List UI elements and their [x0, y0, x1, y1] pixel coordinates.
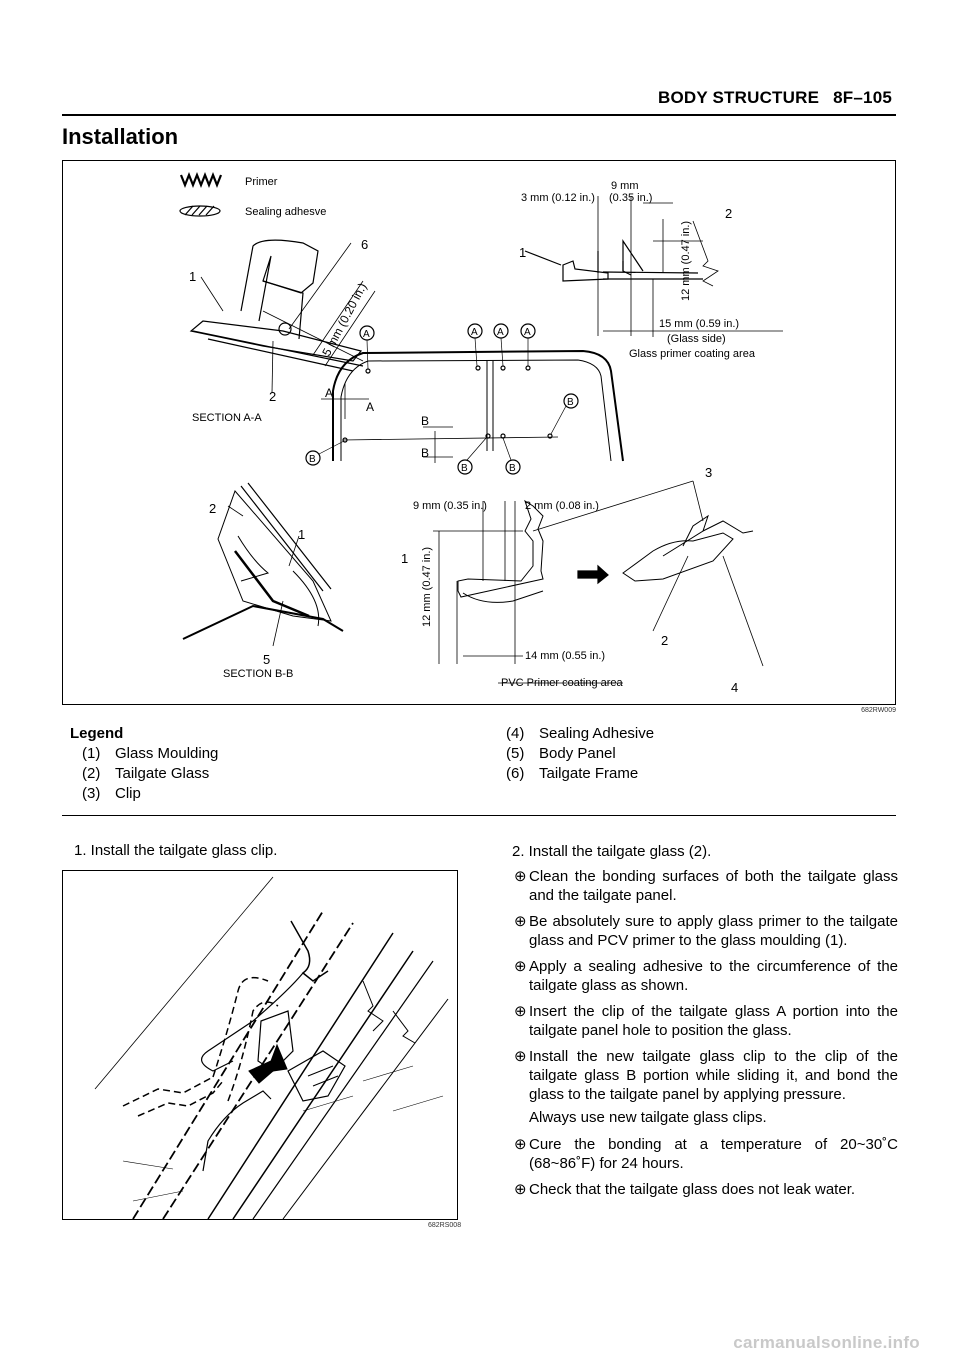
letter-a-2: A: [471, 327, 478, 338]
bullet-item: ⊕Insert the clip of the tailgate glass A…: [512, 1002, 898, 1040]
section-aa-label: SECTION A-A: [192, 412, 262, 424]
page-title: Installation: [62, 124, 179, 149]
legend-item: (1) Glass Moulding: [70, 744, 218, 764]
bullet-text: Cure the bonding at a temperature of 20~…: [529, 1136, 898, 1172]
letter-b-2: B: [309, 454, 316, 465]
letter-a-3: A: [497, 327, 504, 338]
pvc-primer-area: PVC Primer coating area: [501, 677, 624, 689]
legend-num: (1): [82, 745, 101, 762]
dim-12mm-bb: 12 mm (0.47 in.): [421, 547, 433, 627]
legend-num: (5): [506, 745, 525, 762]
legend-title: Legend: [70, 725, 124, 742]
running-head: BODY STRUCTURE 8F–105: [658, 88, 892, 108]
callout-2-top: 2: [725, 206, 732, 221]
bullet-item: ⊕Cure the bonding at a temperature of 20…: [512, 1135, 898, 1173]
letter-a-5: A: [325, 386, 333, 400]
legend-right: (4) Sealing Adhesive (5) Body Panel (6) Tai…: [506, 724, 654, 784]
step-2: 2. Install the tailgate glass (2).: [512, 843, 712, 860]
bullet-icon: ⊕: [514, 1048, 527, 1065]
dim-3mm: 3 mm (0.12 in.): [521, 192, 595, 204]
legend-num: (3): [82, 785, 101, 802]
note: Always use new tailgate glass clips.: [529, 1109, 767, 1126]
bullet-text: Be absolutely sure to apply glass primer…: [529, 913, 898, 949]
figure1-code: 682RW009: [861, 707, 896, 714]
glass-primer-area: Glass primer coating area: [629, 348, 756, 360]
callout-6: 6: [361, 237, 368, 252]
callout-5: 5: [263, 652, 270, 667]
legend-label: Sealing Adhesive: [539, 725, 655, 742]
letter-a-1: A: [363, 329, 370, 340]
callout-1-top: 1: [519, 245, 526, 260]
key-sealing: Sealing adhesve: [245, 206, 326, 218]
dim-9mm-a: 9 mm: [611, 180, 639, 192]
callout-4: 4: [731, 680, 738, 695]
legend-label: Glass Moulding: [115, 745, 219, 762]
legend-item: (2) Tailgate Glass: [70, 764, 218, 784]
bullet-item: ⊕Install the new tailgate glass clip to …: [512, 1047, 898, 1104]
callout-2-aa: 2: [269, 389, 276, 404]
section-rule: [62, 815, 896, 816]
callout-2-bb-right: 2: [661, 633, 668, 648]
page-number: 8F–105: [833, 88, 892, 107]
letter-a-4: A: [524, 327, 531, 338]
bullet-text: Check that the tailgate glass does not l…: [529, 1181, 856, 1198]
dim-9mm-b: (0.35 in.): [609, 192, 652, 204]
callout-1-aa: 1: [189, 269, 196, 284]
legend-left: Legend (1) Glass Moulding (2) Tailgate Gla…: [70, 724, 218, 804]
dim-14mm: 14 mm (0.55 in.): [525, 650, 605, 662]
key-primer: Primer: [245, 176, 278, 188]
legend-num: (6): [506, 765, 525, 782]
legend-num: (2): [82, 765, 101, 782]
legend-item: (3) Clip: [70, 784, 218, 804]
letter-b-1: B: [567, 397, 574, 408]
letter-b-5: B: [421, 414, 429, 428]
bullet-icon: ⊕: [514, 1181, 527, 1198]
watermark: carmanualsonline.info: [733, 1333, 920, 1352]
bullet-text: Insert the clip of the tailgate glass A …: [529, 1003, 898, 1039]
legend-item: (6) Tailgate Frame: [506, 764, 654, 784]
bullet-icon: ⊕: [514, 958, 527, 975]
figure2-code: 682RS008: [428, 1222, 462, 1229]
bullet-text: Apply a sealing adhesive to the circumfe…: [529, 958, 898, 994]
legend-label: Tailgate Glass: [115, 765, 210, 782]
bullet-text: Clean the bonding surfaces of both the t…: [529, 868, 898, 904]
dim-9mm-bb: 9 mm (0.35 in.): [413, 500, 487, 512]
bullet-text: Install the new tailgate glass clip to t…: [529, 1048, 898, 1103]
callout-1-bb-right: 1: [401, 551, 408, 566]
header-rule: [62, 114, 896, 116]
legend-label: Tailgate Frame: [539, 765, 639, 782]
dim-15mm: 15 mm (0.59 in.): [659, 318, 739, 330]
section-bb-label: SECTION B-B: [223, 668, 293, 680]
bullet-item: ⊕Be absolutely sure to apply glass prime…: [512, 912, 898, 950]
glass-side: (Glass side): [667, 333, 726, 345]
legend-label: Clip: [115, 785, 141, 802]
letter-a-6: A: [366, 400, 374, 414]
legend-label: Body Panel: [539, 745, 616, 762]
legend-num: (4): [506, 725, 525, 742]
bullet-icon: ⊕: [514, 1003, 527, 1020]
section-title: BODY STRUCTURE: [657, 88, 820, 107]
letter-b-4: B: [509, 463, 516, 474]
dim-12mm-top: 12 mm (0.47 in.): [680, 221, 692, 301]
letter-b-6: B: [421, 446, 429, 460]
bullet-icon: ⊕: [514, 1136, 527, 1153]
legend-item: (4) Sealing Adhesive: [506, 724, 654, 744]
bullet-item: ⊕Check that the tailgate glass does not …: [512, 1180, 898, 1199]
step-1: 1. Install the tailgate glass clip.: [74, 842, 278, 859]
callout-1-bb: 1: [298, 527, 305, 542]
step-2-bullets-2: ⊕Cure the bonding at a temperature of 20…: [512, 1135, 898, 1199]
clip-diagram: [62, 870, 458, 1220]
callout-3: 3: [705, 465, 712, 480]
step-2-block: 2. Install the tailgate glass (2). ⊕Clea…: [512, 842, 898, 1206]
step-2-bullets: ⊕Clean the bonding surfaces of both the …: [512, 867, 898, 1104]
installation-diagram: Primer Sealing adhesve SECTION A-A SECTI…: [62, 160, 896, 705]
letter-b-3: B: [461, 463, 468, 474]
bullet-icon: ⊕: [514, 913, 527, 930]
bullet-item: ⊕Apply a sealing adhesive to the circumf…: [512, 957, 898, 995]
legend-item: (5) Body Panel: [506, 744, 654, 764]
callout-2-bb: 2: [209, 501, 216, 516]
bullet-item: ⊕Clean the bonding surfaces of both the …: [512, 867, 898, 905]
dim-2mm: 2 mm (0.08 in.): [525, 500, 599, 512]
bullet-icon: ⊕: [514, 868, 527, 885]
